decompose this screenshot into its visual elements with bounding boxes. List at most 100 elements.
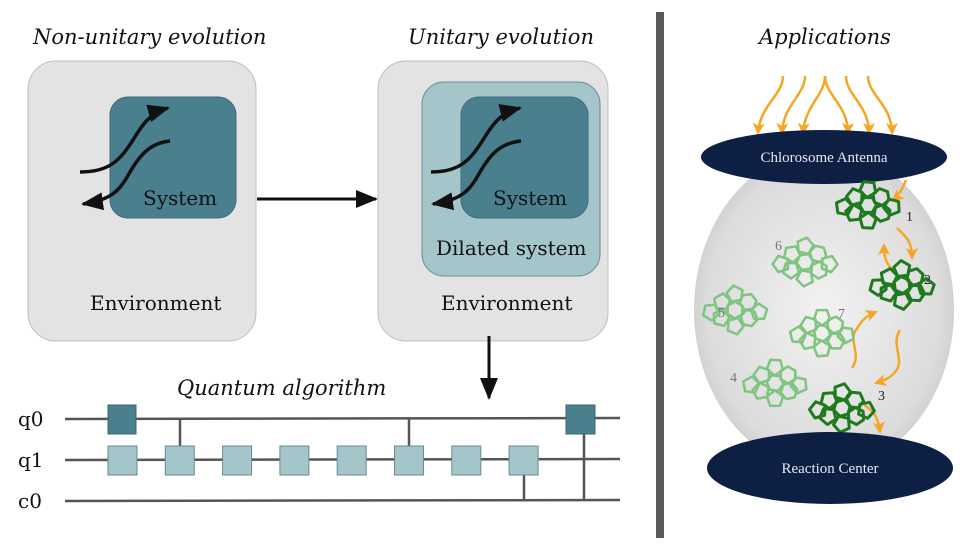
ring-icon <box>857 400 876 420</box>
chromophore-number: 4 <box>730 371 737 386</box>
ring-icon <box>752 365 771 385</box>
ring-icon <box>916 277 936 296</box>
title-non-unitary: Non-unitary evolution <box>32 25 266 49</box>
chromophore-number: 7 <box>838 307 845 322</box>
reaction-center-label: Reaction Center <box>781 461 878 477</box>
ring-icon <box>742 375 761 394</box>
ring-icon <box>812 308 832 327</box>
wire-label-q0: q0 <box>18 407 44 431</box>
ring-icon <box>739 308 759 328</box>
wire-label-c0: c0 <box>18 489 42 513</box>
ring-icon <box>858 180 878 199</box>
chromophore-7 <box>788 308 855 358</box>
gate-q1 <box>451 445 482 476</box>
ring-icon <box>812 339 832 358</box>
light-arrow-icon <box>752 75 785 135</box>
chromophore-4 <box>742 358 808 408</box>
chromophore-5 <box>701 284 769 336</box>
outgoing-arrow-icon <box>79 104 170 174</box>
gate-q1 <box>107 445 138 476</box>
ring-icon <box>712 308 731 328</box>
ring-icon <box>879 283 898 303</box>
ring-icon <box>893 291 912 311</box>
system-label: System <box>493 186 567 210</box>
ring-icon <box>868 278 888 297</box>
ring-icon <box>808 244 828 264</box>
ring-icon <box>796 236 815 256</box>
light-arrow-icon <box>776 75 807 135</box>
ring-icon <box>765 389 785 408</box>
gate-q1 <box>508 445 539 476</box>
panel-divider <box>656 12 664 538</box>
ring-icon <box>749 302 769 321</box>
ring-icon <box>725 284 744 303</box>
unitary-panel: System Dilated system Environment <box>377 60 609 342</box>
chromophore-number: 2 <box>924 273 931 288</box>
ring-icon <box>818 407 838 426</box>
wire-q0 <box>64 416 621 421</box>
ring-icon <box>712 292 732 311</box>
applications-panel: Chlorosome Antenna Reaction Center 1 2 3… <box>694 75 954 504</box>
chromophore-2 <box>868 259 936 311</box>
ring-icon <box>808 400 827 420</box>
gate-q1 <box>394 445 424 476</box>
gate-q1 <box>222 445 253 476</box>
chromophore-1 <box>835 180 901 230</box>
ring-icon <box>835 197 854 217</box>
chromophore-3 <box>808 382 876 434</box>
gate-q1 <box>279 445 310 476</box>
title-quantum-algorithm: Quantum algorithm <box>177 376 386 400</box>
gate-q1 <box>336 445 367 476</box>
wire-label-q1: q1 <box>18 448 44 472</box>
chlorosome-antenna <box>701 130 947 184</box>
chromophore-number: 6 <box>775 239 782 254</box>
quantum-circuit: q0 q1 c0 <box>18 404 621 513</box>
system-label: System <box>143 186 217 210</box>
light-arrow-icon <box>866 75 898 135</box>
wire-c0 <box>64 498 621 503</box>
ring-icon <box>892 259 912 278</box>
gate-q1 <box>164 445 195 476</box>
chromophore-6 <box>771 236 839 288</box>
dilated-system-label: Dilated system <box>436 236 586 260</box>
ring-icon <box>872 203 892 223</box>
ring-icon <box>798 331 817 351</box>
outgoing-arrow-icon <box>430 104 522 174</box>
transfer-arrow-icon <box>850 310 878 369</box>
chromophore-number: 1 <box>906 210 913 225</box>
light-arrow-icon <box>844 75 875 135</box>
ring-icon <box>882 197 901 217</box>
non-unitary-panel: System Environment <box>27 60 257 342</box>
transfer-arrow-icon <box>896 227 918 260</box>
ring-icon <box>701 303 721 322</box>
incoming-arrow-icon <box>81 139 171 211</box>
ring-icon <box>789 376 808 395</box>
ring-icon <box>826 332 846 350</box>
gate-q0 <box>565 404 596 435</box>
chromophore-number: 5 <box>718 306 725 321</box>
ring-icon <box>765 358 785 377</box>
environment-label: Environment <box>90 291 221 315</box>
transfer-arrow-icon <box>874 329 902 386</box>
ring-icon <box>788 325 808 344</box>
ring-icon <box>771 254 790 274</box>
transfer-arrow-icon <box>863 403 885 434</box>
gate-q0 <box>107 404 137 435</box>
light-arrow-icon <box>797 75 827 135</box>
incoming-arrow-icon <box>431 139 522 211</box>
title-unitary: Unitary evolution <box>408 25 594 49</box>
environment-label: Environment <box>441 291 572 315</box>
light-arrow-icon <box>823 75 854 135</box>
ring-icon <box>810 260 828 280</box>
ring-icon <box>832 414 851 434</box>
ring-icon <box>836 326 855 345</box>
reaction-center <box>707 432 953 504</box>
ring-icon <box>844 203 864 222</box>
antenna-label: Chlorosome Antenna <box>760 150 887 166</box>
light-arrows <box>752 75 898 135</box>
ring-icon <box>726 316 745 336</box>
ring-icon <box>833 382 852 402</box>
ring-icon <box>820 254 839 274</box>
chromophore-number: 3 <box>878 389 885 404</box>
